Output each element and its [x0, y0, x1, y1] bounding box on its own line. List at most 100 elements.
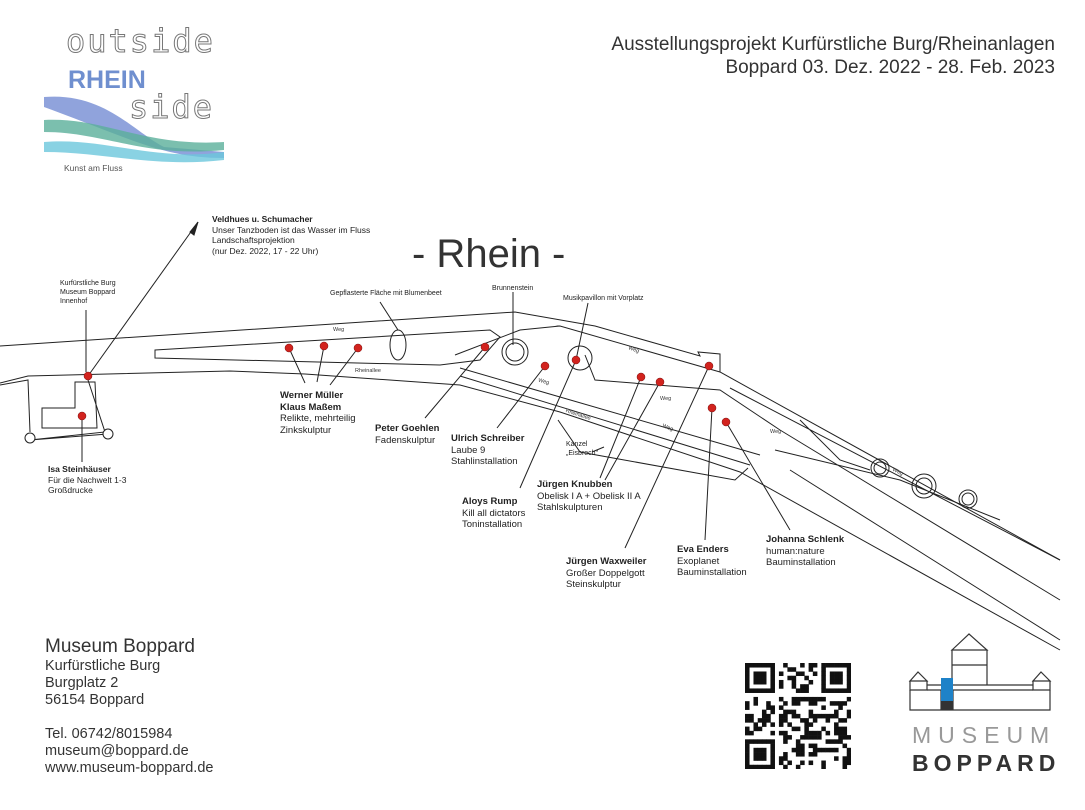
qr-module — [795, 701, 801, 706]
qr-module — [834, 713, 839, 719]
qr-module — [791, 684, 797, 689]
qr-module — [834, 663, 839, 668]
qr-module — [808, 679, 814, 685]
qr-module — [829, 679, 835, 685]
qr-module — [770, 747, 775, 753]
qr-module — [812, 713, 818, 719]
email-link[interactable]: museum@boppard.de — [45, 743, 189, 759]
qr-module — [770, 760, 775, 766]
qr-module — [804, 696, 809, 702]
qr-module — [757, 739, 763, 744]
qr-module — [778, 705, 784, 710]
qr-module — [800, 684, 805, 689]
qr-module — [783, 663, 788, 668]
qr-module — [749, 739, 754, 744]
qr-module — [846, 684, 851, 689]
qr-module — [817, 747, 822, 753]
qr-module — [778, 671, 784, 677]
qr-module — [800, 663, 805, 668]
qr-module — [834, 739, 839, 744]
qr-module — [766, 713, 771, 719]
qr-module — [846, 667, 851, 672]
qr-module — [766, 705, 771, 710]
qr-module — [778, 722, 784, 727]
qr-module — [791, 679, 797, 685]
qr-module — [821, 696, 826, 702]
qr-module — [817, 713, 822, 719]
qr-module — [838, 688, 843, 693]
qr-module — [804, 735, 809, 740]
qr-module — [770, 709, 775, 715]
qr-module — [787, 722, 792, 727]
qr-module — [825, 688, 831, 693]
qr-module — [834, 726, 839, 732]
qr-module — [838, 679, 843, 685]
qr-module — [753, 675, 759, 681]
logo-word-outside: outside — [66, 22, 215, 61]
qr-module — [778, 760, 784, 766]
qr-module — [795, 743, 801, 749]
path-label: Weg — [333, 327, 345, 333]
qr-code-icon[interactable] — [745, 663, 851, 769]
qr-module — [753, 722, 759, 727]
header-title: Ausstellungsprojekt Kurfürstliche Burg/R… — [611, 34, 1055, 55]
website-link[interactable]: www.museum-boppard.de — [45, 760, 214, 776]
qr-module — [745, 726, 750, 732]
qr-module — [834, 675, 839, 681]
path-label: Weg — [770, 429, 782, 435]
qr-module — [783, 735, 788, 740]
qr-module — [795, 726, 801, 732]
qr-module — [846, 735, 851, 740]
qr-module — [745, 764, 750, 769]
qr-module — [749, 713, 754, 719]
qr-module — [791, 701, 797, 706]
qr-module — [842, 760, 848, 766]
qr-module — [821, 688, 826, 693]
qr-module — [783, 752, 788, 757]
qr-module — [787, 709, 792, 715]
qr-module — [800, 743, 805, 749]
qr-module — [821, 726, 826, 732]
qr-module — [821, 760, 826, 766]
qr-module — [753, 739, 759, 744]
qr-module — [804, 726, 809, 732]
qr-module — [778, 756, 784, 761]
qr-module — [812, 671, 818, 677]
qr-module — [829, 663, 835, 668]
qr-module — [761, 675, 767, 681]
qr-module — [761, 709, 767, 715]
qr-module — [846, 688, 851, 693]
qr-module — [787, 760, 792, 766]
qr-module — [757, 688, 763, 693]
qr-module — [808, 730, 814, 736]
qr-module — [804, 722, 809, 727]
qr-module — [821, 667, 826, 672]
qr-module — [842, 688, 848, 693]
qr-module — [757, 756, 763, 761]
qr-module — [753, 679, 759, 685]
qr-module — [766, 764, 771, 769]
qr-module — [749, 718, 754, 723]
qr-module — [829, 675, 835, 681]
qr-module — [834, 671, 839, 677]
qr-module — [800, 735, 805, 740]
qr-module — [808, 663, 814, 668]
qr-module — [787, 675, 792, 681]
qr-module — [778, 713, 784, 719]
qr-module — [838, 701, 843, 706]
qr-module — [791, 747, 797, 753]
qr-module — [745, 752, 750, 757]
qr-module — [745, 713, 750, 719]
qr-module — [846, 752, 851, 757]
qr-module — [753, 752, 759, 757]
qr-module — [761, 688, 767, 693]
qr-module — [753, 756, 759, 761]
qr-module — [804, 730, 809, 736]
qr-module — [800, 760, 805, 766]
qr-module — [745, 701, 750, 706]
